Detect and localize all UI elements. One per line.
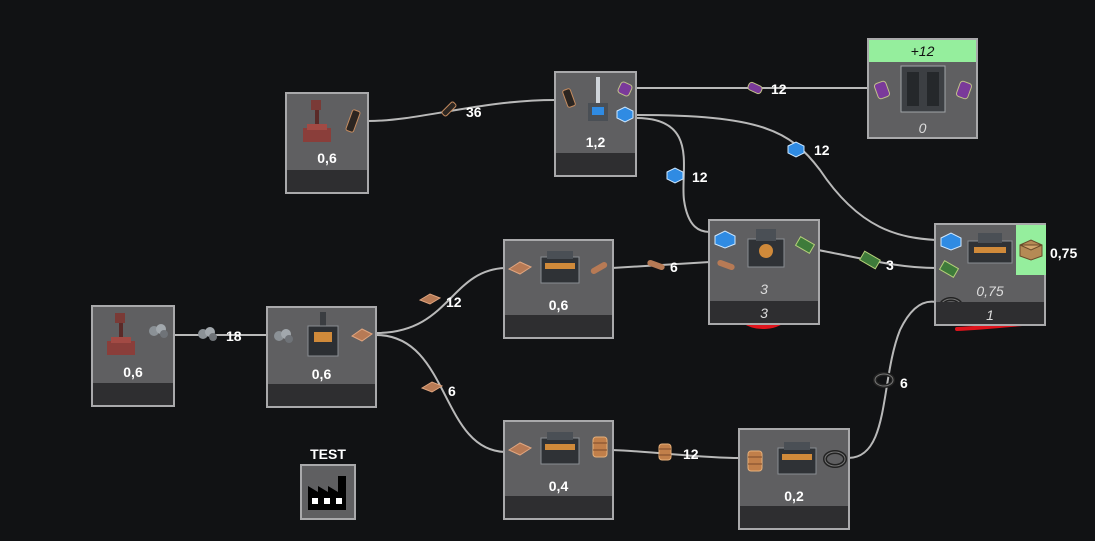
- node-footer: [287, 170, 367, 192]
- node-smelter[interactable]: 0,6: [266, 306, 377, 408]
- node-value: 0,6: [548, 297, 569, 313]
- edge-label-12-blue-mid: 12: [692, 169, 708, 185]
- assembler-machine-icon: [582, 75, 614, 130]
- blue-cube-icon: [712, 227, 738, 254]
- copper-plate-icon: [420, 378, 444, 401]
- node-value: 0,4: [548, 478, 569, 494]
- node-circuit[interactable]: 3 3: [708, 219, 820, 325]
- edge-press-wire: [611, 449, 741, 459]
- purple-canister-icon: [744, 78, 766, 103]
- copper-plate-icon: [507, 257, 533, 284]
- copper-plate-icon: [507, 438, 533, 465]
- edge-label-6-cable: 6: [900, 375, 908, 391]
- edge-label-12-plate: 12: [446, 294, 462, 310]
- node-value: 0,6: [317, 150, 337, 166]
- purple-canister-icon: [616, 79, 634, 104]
- node-value: 0,6: [123, 364, 143, 380]
- node-miner-top[interactable]: 0,6: [285, 92, 369, 194]
- node-press-top[interactable]: 0,6: [503, 239, 614, 339]
- node-footer: [740, 506, 848, 528]
- smelter-machine-icon: [302, 310, 342, 365]
- node-assembler-top[interactable]: 1,2: [554, 71, 637, 177]
- ore-icon: [272, 326, 296, 351]
- node-header: +12: [869, 40, 976, 62]
- black-cable-icon: [822, 448, 848, 475]
- edge-label-12-purple: 12: [771, 81, 787, 97]
- assembler-machine-icon: [966, 231, 1014, 272]
- storage-container-icon: [899, 64, 947, 119]
- node-footer: [936, 302, 1044, 324]
- node-output[interactable]: +12 0: [867, 38, 978, 139]
- copper-coil-icon: [654, 441, 676, 468]
- edge-label-3-circuit: 3: [886, 257, 894, 273]
- node-footer: [505, 315, 612, 337]
- copper-rod-icon: [644, 256, 668, 279]
- node-value-primary: 0,75: [976, 283, 1004, 299]
- ore-icon: [196, 324, 220, 349]
- edge-label-36: 36: [466, 104, 482, 120]
- edge-smelter-press-top: [375, 267, 506, 334]
- edge-label-12-coil: 12: [683, 446, 699, 462]
- pipe-icon: [440, 100, 458, 123]
- pipe-icon: [560, 87, 578, 114]
- node-value-primary: 3: [760, 281, 768, 297]
- node-value: 0,2: [784, 488, 804, 504]
- node-value: 1,2: [585, 134, 606, 150]
- node-footer: [710, 301, 818, 323]
- edge-assembler-box: [635, 114, 937, 241]
- copper-coil-icon: [589, 434, 611, 465]
- copper-coil-icon: [744, 448, 766, 479]
- circuit-board-icon: [938, 259, 960, 286]
- ore-icon: [147, 321, 171, 346]
- black-cable-icon: [872, 370, 896, 395]
- factory-icon: [306, 472, 350, 517]
- product-slot: [1016, 225, 1046, 275]
- node-value: 0,6: [311, 366, 332, 382]
- edge-label-6-plate: 6: [448, 383, 456, 399]
- blue-cube-icon: [938, 229, 964, 256]
- node-footer: [268, 384, 375, 406]
- edge-assembler-circuit: [635, 117, 711, 233]
- copper-rod-icon: [587, 257, 611, 284]
- edge-wire-box: [847, 300, 937, 459]
- circuit-assembler-icon: [744, 225, 788, 276]
- factory-label: TEST: [310, 446, 346, 462]
- node-press-bottom[interactable]: 0,4: [503, 420, 614, 520]
- node-wire[interactable]: 0,2: [738, 428, 850, 530]
- pipe-icon: [343, 108, 363, 139]
- blue-cube-icon: [614, 103, 636, 128]
- copper-rod-icon: [714, 255, 738, 280]
- circuit-board-icon: [858, 250, 882, 275]
- purple-canister-icon: [873, 78, 891, 107]
- copper-plate-icon: [418, 290, 442, 313]
- edge-circuit-box: [817, 249, 937, 269]
- node-value-secondary: 3: [760, 305, 768, 321]
- drill-icon: [299, 98, 335, 151]
- node-footer: [556, 153, 635, 175]
- box-output-label: 0,75: [1050, 245, 1078, 261]
- press-machine-icon: [537, 247, 583, 292]
- blue-cube-icon: [785, 138, 807, 163]
- node-value: 0: [918, 120, 927, 136]
- press-machine-icon: [537, 428, 583, 473]
- circuit-board-icon: [794, 235, 816, 262]
- drill-icon: [103, 311, 139, 364]
- edge-label-12-blue-top: 12: [814, 142, 830, 158]
- node-footer: [505, 496, 612, 518]
- cardboard-box-icon: [1018, 237, 1044, 266]
- node-value-secondary: 1: [986, 307, 994, 323]
- edge-smelter-press-bottom: [375, 334, 506, 453]
- press-machine-icon: [774, 438, 820, 483]
- edge-label-18: 18: [226, 328, 242, 344]
- node-box[interactable]: 0,75 1: [934, 223, 1046, 326]
- purple-canister-icon: [955, 78, 973, 107]
- copper-plate-icon: [350, 324, 374, 351]
- node-miner-left[interactable]: 0,6: [91, 305, 175, 407]
- edge-miner-assembler: [367, 99, 556, 122]
- factory-button[interactable]: [300, 464, 356, 520]
- node-footer: [93, 383, 173, 405]
- blue-cube-icon: [664, 164, 686, 189]
- edge-label-6-wire: 6: [670, 259, 678, 275]
